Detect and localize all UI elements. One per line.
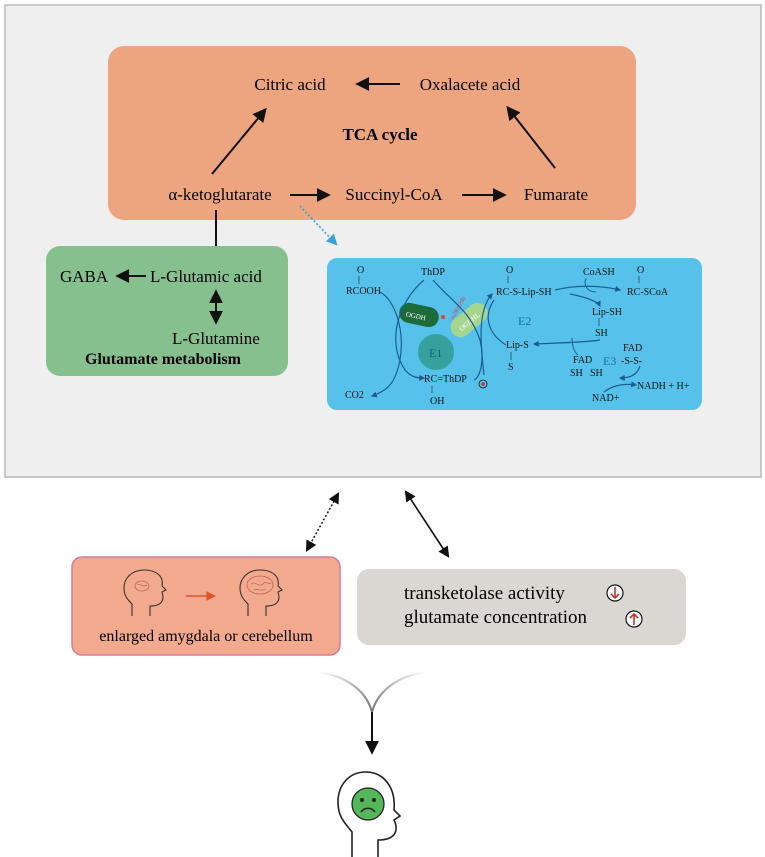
down-arrow-icon — [606, 584, 624, 602]
converge-right — [371, 671, 429, 713]
sh-label-2: SH — [570, 368, 583, 379]
e3-label: E3 — [603, 354, 616, 368]
lip-s-label: Lip-S — [506, 340, 529, 351]
s-label-1: S — [508, 362, 514, 373]
thdp-label: ThDP — [421, 267, 445, 278]
dotted-double-arrow — [305, 492, 340, 552]
tca-title: TCA cycle — [342, 125, 418, 144]
arrow-akg-to-complex — [299, 205, 338, 246]
ogdhl-pill — [450, 302, 488, 338]
ss-label: -S-S- — [621, 356, 642, 367]
e1-circle — [418, 334, 454, 370]
glutamate-conc-text: glutamate concentration — [404, 607, 588, 628]
ogdh-pill — [399, 302, 439, 328]
lip-sh-label: Lip-SH — [592, 307, 622, 318]
head-icon-normal — [123, 569, 167, 616]
converge-left — [315, 671, 373, 713]
o-label-3: O — [637, 265, 644, 276]
red-dot-marker — [478, 379, 488, 389]
sh-label-3: SH — [590, 368, 603, 379]
co2-label: CO2 — [345, 390, 364, 401]
glutamate-title: Glutamate metabolism — [85, 351, 242, 368]
coash-label: CoASH — [583, 267, 615, 278]
solid-double-arrow — [404, 490, 450, 558]
rc-s-lip-sh-label: RC-S-Lip-SH — [496, 287, 552, 298]
fad-label-2: FAD — [623, 343, 642, 354]
tca-box — [108, 46, 636, 220]
transketolase-box — [357, 569, 686, 645]
citric-acid: Citric acid — [254, 75, 326, 94]
rcooh-label: RCOOH — [346, 286, 381, 297]
rc-scoa-label: RC-SCoA — [627, 287, 669, 298]
up-arrow-icon — [625, 610, 643, 628]
fad-label-1: FAD — [573, 355, 592, 366]
arrow-fumarate-to-oxal — [506, 105, 556, 169]
fumarate: Fumarate — [524, 185, 588, 204]
rc-thdp-label: RC=ThDP — [424, 374, 467, 385]
e2-label: E2 — [518, 314, 531, 328]
transketolase-text: transketolase activity — [404, 583, 565, 604]
oh-label: OH — [430, 396, 444, 407]
l-glutamic-acid: L-Glutamic acid — [150, 267, 262, 286]
e1-label: E1 — [429, 346, 442, 360]
head-icon-enlarged — [239, 569, 283, 616]
amygdala-text: enlarged amygdala or cerebellum — [99, 628, 313, 645]
o-label-2: O — [506, 265, 513, 276]
l-glutamine: L-Glutamine — [172, 329, 260, 348]
gaba: GABA — [60, 267, 109, 286]
nadh-label: NADH + H+ — [637, 381, 690, 392]
arrow-akg-to-citric — [211, 107, 267, 175]
glutamate-box — [46, 246, 288, 376]
oxalacete-acid: Oxalacete acid — [420, 75, 521, 94]
succinyl-coa: Succinyl-CoA — [345, 185, 443, 204]
alpha-ketoglutarate: α-ketoglutarate — [168, 185, 271, 204]
sh-label-1: SH — [595, 328, 608, 339]
mutation-dot — [441, 315, 445, 319]
nad-label: NAD+ — [592, 393, 620, 404]
complex-content: ThDP O RCOOH CO2 RC=ThDP OH E1 OGDH OGDH… — [345, 265, 690, 407]
sad-head-icon — [337, 771, 402, 857]
complex-box — [327, 258, 702, 410]
o-label-1: O — [357, 265, 364, 276]
